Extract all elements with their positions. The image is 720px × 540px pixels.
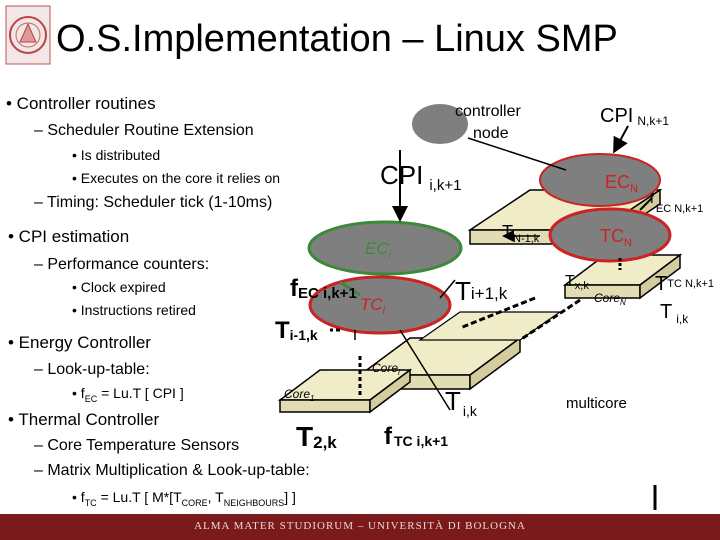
bullet-scheduler-extension: – Scheduler Routine Extension	[34, 122, 254, 139]
label-t-im1k: Ti-1,k	[275, 317, 318, 344]
bullet-fec-formula: • fEC = Lu.T [ CPI ]	[72, 385, 184, 404]
dashed-core-link	[459, 296, 536, 330]
label-ec-n: ECN	[605, 172, 638, 195]
label-t-tc-nk1: TTC N,k+1	[655, 273, 714, 295]
arrow-ec-to-tc-n	[639, 197, 653, 211]
label-f-ec-nk1: fEC N,k+1	[650, 190, 703, 215]
bullet-performance-counters: – Performance counters:	[34, 256, 210, 273]
bullet-cpi-estimation: • CPI estimation	[8, 227, 130, 246]
slide-title: O.S.Implementation – Linux SMP	[56, 18, 618, 60]
line-t-i1k1	[439, 279, 456, 299]
university-seal-logo	[5, 5, 51, 65]
label-f-ec-ik1: fEC i,k+1	[290, 275, 357, 302]
label-node: node	[473, 125, 509, 142]
tc-i-ellipse	[308, 275, 452, 335]
bullet-timing: – Timing: Scheduler tick (1-10ms)	[34, 194, 273, 211]
bullet-executes-on-core: • Executes on the core it relies on	[72, 170, 281, 186]
footer-text: ALMA MATER STUDIORUM – UNIVERSITÀ DI BOL…	[194, 520, 526, 532]
line-node-to-ec-n	[467, 137, 567, 171]
core-1-slab	[277, 368, 413, 414]
label-tc-n: TCN	[600, 226, 632, 249]
label-core-i: Corei	[372, 361, 400, 377]
line-fec-ik1	[339, 280, 361, 297]
arrow-cpi-nk1	[613, 125, 629, 154]
bullet-energy-controller: • Energy Controller	[8, 333, 151, 352]
label-controller: controller	[455, 103, 521, 120]
line-tc-to-t-ik	[399, 329, 451, 411]
label-t-xk: Tx,k	[565, 273, 589, 292]
label-ec-i: ECi	[365, 239, 392, 261]
bullet-ftc-formula: • fTC = Lu.T [ M*[TCORE, TNEIGHBOURS] ]	[72, 489, 296, 508]
ec-i-ellipse	[307, 220, 463, 276]
tc-n-ellipse	[548, 207, 672, 263]
label-t-n1k: TN-1,k	[502, 222, 540, 245]
label-core-1: Core1	[284, 387, 314, 403]
core-n-slab	[562, 253, 683, 300]
bullet-clock-expired: • Clock expired	[72, 279, 166, 295]
ec-n-ellipse	[539, 153, 661, 207]
label-tc-i: TCi	[360, 295, 386, 317]
bullet-thermal-controller: • Thermal Controller	[8, 410, 160, 429]
bullet-instructions-retired: • Instructions retired	[72, 302, 196, 318]
dashed-core-link-2	[519, 298, 581, 342]
label-core-n: CoreN	[594, 291, 626, 307]
controller-node-ellipse	[412, 104, 468, 144]
bullet-controller-routines: • Controller routines	[6, 94, 156, 113]
label-t-2k: T2,k	[296, 421, 337, 452]
bullet-is-distributed: • Is distributed	[72, 147, 161, 163]
bullet-look-up-table: – Look-up-table:	[34, 361, 150, 378]
bullet-core-temperature: – Core Temperature Sensors	[34, 437, 240, 454]
bullet-matrix-multiplication: – Matrix Multiplication & Look-up-table:	[34, 462, 310, 479]
label-multicore: multicore	[566, 395, 627, 412]
footer-bar: ALMA MATER STUDIORUM – UNIVERSITÀ DI BOL…	[0, 514, 720, 540]
label-t-i1k1: Ti+1,k	[455, 276, 508, 306]
